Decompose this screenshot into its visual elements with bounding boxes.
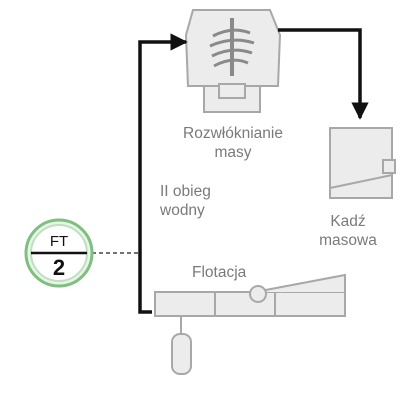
return-water-label: II obieg wodny — [160, 182, 211, 220]
pulp-pipe — [278, 28, 369, 120]
pulper-label-line1: Rozwłóknianie — [183, 125, 283, 142]
pulper-vessel — [184, 9, 282, 113]
pulper-label-line2: masy — [214, 144, 252, 161]
chest-tank — [329, 127, 396, 199]
return-water-pipe — [138, 33, 188, 314]
chest-label-line1: Kadź — [330, 213, 366, 230]
chest-label: Kadź masowa — [298, 212, 398, 250]
flotation-label: Flotacja — [192, 264, 247, 281]
return-water-label-line2: wodny — [160, 202, 205, 219]
return-water-label-line1: II obieg — [160, 183, 211, 200]
chest-label-line2: masowa — [319, 232, 377, 249]
pulper-label: Rozwłóknianie masy — [158, 124, 308, 162]
flow-transmitter-ft2[interactable]: FT 2 — [24, 218, 94, 288]
flotation-cell — [154, 273, 346, 375]
instrument-tag-top: FT — [50, 233, 68, 250]
instrument-tag-bottom: 2 — [53, 255, 65, 280]
